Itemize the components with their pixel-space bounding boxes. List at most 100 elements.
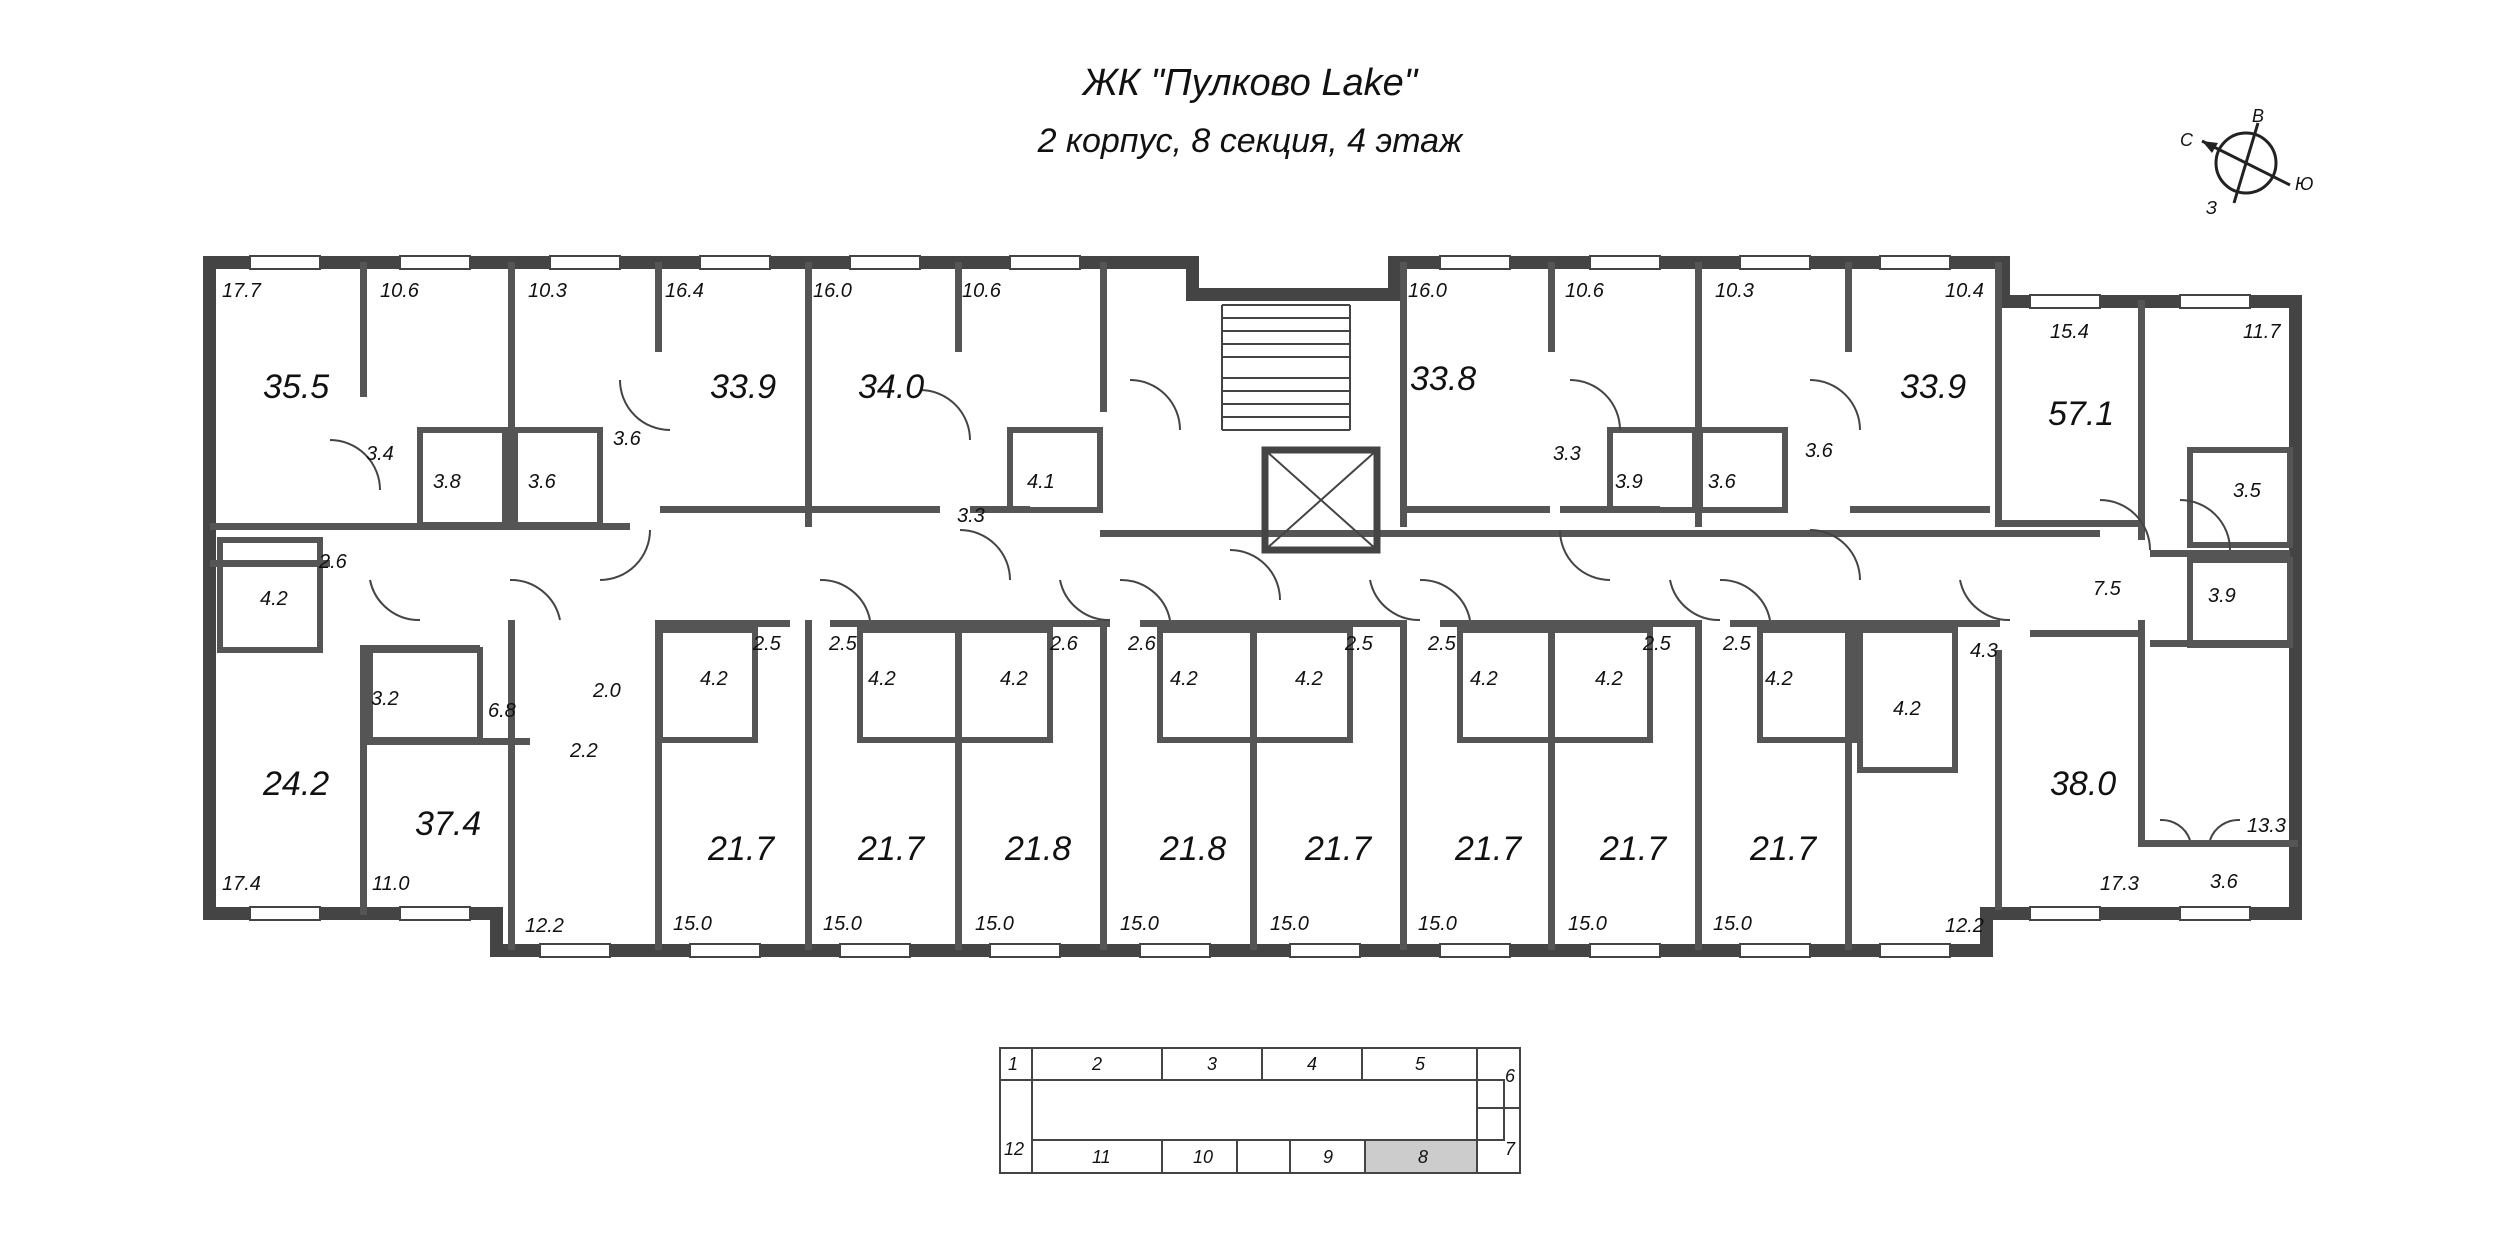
key-section-4: 4 — [1307, 1054, 1317, 1074]
plan-subtitle: 2 корпус, 8 секция, 4 этаж — [1037, 122, 1463, 160]
compass-icon: С В Ю З — [2180, 106, 2313, 218]
living-area-a17: 17.3 — [2100, 873, 2139, 895]
living-area-a12: 15.0 — [1120, 913, 1159, 935]
key-section-9: 9 — [1323, 1147, 1333, 1167]
room-area-k1: 10.6 — [380, 280, 420, 302]
key-section-10: 10 — [1193, 1147, 1213, 1167]
room-area-b19: 2.2 — [569, 740, 598, 762]
room-area-c12: 4.2 — [1470, 668, 1498, 690]
key-section-8: 8 — [1418, 1147, 1428, 1167]
room-area-b5: 3.3 — [957, 505, 985, 527]
key-section-6: 6 — [1505, 1066, 1516, 1086]
interior-walls — [210, 262, 2298, 950]
living-area-a9: 15.0 — [673, 913, 712, 935]
living-area-a7: 17.4 — [222, 873, 261, 895]
living-area-a2: 16.4 — [665, 280, 704, 302]
living-area-a14: 15.0 — [1418, 913, 1457, 935]
room-area-c17: 4.2 — [1893, 698, 1921, 720]
room-area-c14: 2.5 — [1642, 633, 1672, 655]
living-area-a8: 11.0 — [372, 873, 409, 895]
room-area-k3: 10.6 — [962, 280, 1002, 302]
key-plan: 1 2 3 4 5 6 7 8 9 10 11 12 — [999, 1047, 1521, 1174]
compass-e: В — [2252, 106, 2264, 126]
apartment-total-a9: 21.7 — [707, 830, 775, 868]
room-area-c6: 2.6 — [1049, 633, 1079, 655]
key-section-2: 2 — [1091, 1054, 1102, 1074]
living-area-a6: 15.4 — [2050, 321, 2089, 343]
room-area-c19: 13.3 — [2247, 815, 2286, 837]
key-section-12: 12 — [1004, 1139, 1024, 1159]
room-area-b11: 3.5 — [2233, 480, 2262, 502]
room-area-c3: 2.5 — [828, 633, 858, 655]
apartment-total-a12: 21.8 — [1159, 830, 1226, 868]
room-area-b6: 4.1 — [1027, 471, 1055, 493]
room-area-c8: 4.2 — [1170, 668, 1198, 690]
living-area-a11: 15.0 — [975, 913, 1014, 935]
apartment-total-a16: 21.7 — [1749, 830, 1817, 868]
room-area-b9: 3.6 — [1708, 471, 1737, 493]
room-area-k2: 10.3 — [528, 280, 567, 302]
room-area-c21: 12.2 — [1945, 915, 1984, 937]
living-area-a5: 10.4 — [1945, 280, 1984, 302]
room-area-c16: 4.2 — [1765, 668, 1793, 690]
room-area-b13: 3.9 — [2208, 585, 2236, 607]
room-area-b20: 12.2 — [525, 915, 564, 937]
room-area-c7: 2.6 — [1127, 633, 1157, 655]
room-area-c10: 2.5 — [1344, 633, 1374, 655]
living-area-a15: 15.0 — [1568, 913, 1607, 935]
room-area-c1: 2.5 — [752, 633, 782, 655]
living-area-labels: 17.7 16.4 16.0 16.0 10.4 15.4 17.4 11.0 … — [222, 280, 2139, 935]
apartment-total-a13: 21.7 — [1304, 830, 1372, 868]
room-area-c5: 4.2 — [1000, 668, 1028, 690]
room-area-c2: 4.2 — [700, 668, 728, 690]
room-area-labels: 10.6 10.3 10.6 10.6 10.3 11.7 3.4 3.8 3.… — [260, 280, 2286, 937]
room-area-c15: 2.5 — [1722, 633, 1752, 655]
living-area-a3: 16.0 — [813, 280, 852, 302]
room-area-b17: 6.8 — [488, 700, 516, 722]
apartment-total-a10: 21.7 — [857, 830, 925, 868]
apartment-total-labels: 35.5 33.9 34.0 33.8 33.9 57.1 24.2 37.4 … — [262, 360, 2116, 868]
compass-w: З — [2206, 198, 2217, 218]
room-area-b8: 3.9 — [1615, 471, 1643, 493]
doors — [329, 379, 2241, 841]
room-area-b7: 3.3 — [1553, 443, 1581, 465]
key-section-1: 1 — [1008, 1054, 1018, 1074]
plan-title: ЖК "Пулково Lake" — [1082, 62, 1418, 104]
room-area-b14: 2.6 — [318, 551, 348, 573]
room-area-b18: 2.0 — [592, 680, 621, 702]
apartment-total-a1: 35.5 — [263, 368, 329, 406]
room-area-k4: 10.6 — [1565, 280, 1605, 302]
apartment-total-a11: 21.8 — [1004, 830, 1071, 868]
room-area-c4: 4.2 — [868, 668, 896, 690]
key-section-3: 3 — [1207, 1054, 1217, 1074]
apartment-total-a2: 33.9 — [710, 368, 776, 406]
room-area-b4: 3.6 — [613, 428, 642, 450]
windows — [249, 255, 2251, 958]
living-area-a16: 15.0 — [1713, 913, 1752, 935]
room-area-c13: 4.2 — [1595, 668, 1623, 690]
key-section-7: 7 — [1505, 1139, 1516, 1159]
apartment-total-a14: 21.7 — [1454, 830, 1522, 868]
apartment-total-a3: 34.0 — [858, 368, 924, 406]
room-area-c9: 4.2 — [1295, 668, 1323, 690]
living-area-a1: 17.7 — [222, 280, 262, 302]
living-area-a10: 15.0 — [823, 913, 862, 935]
apartment-total-a17: 38.0 — [2050, 765, 2116, 803]
room-area-b10: 3.6 — [1805, 440, 1834, 462]
room-area-b15: 4.2 — [260, 588, 288, 610]
compass-n: С — [2180, 130, 2194, 150]
apartment-total-a8: 37.4 — [415, 805, 481, 843]
room-area-k6: 11.7 — [2243, 321, 2281, 343]
apartment-total-a5: 33.9 — [1900, 368, 1966, 406]
living-area-a13: 15.0 — [1270, 913, 1309, 935]
apartment-total-a15: 21.7 — [1599, 830, 1667, 868]
room-area-c11: 2.5 — [1427, 633, 1457, 655]
living-area-a4: 16.0 — [1408, 280, 1447, 302]
apartment-total-a4: 33.8 — [1410, 360, 1476, 398]
compass-s: Ю — [2295, 174, 2313, 194]
room-area-b1: 3.4 — [366, 443, 394, 465]
room-area-c18: 4.3 — [1970, 640, 1998, 662]
room-area-c20: 3.6 — [2210, 871, 2239, 893]
key-plan-highlight — [1364, 1139, 1478, 1174]
